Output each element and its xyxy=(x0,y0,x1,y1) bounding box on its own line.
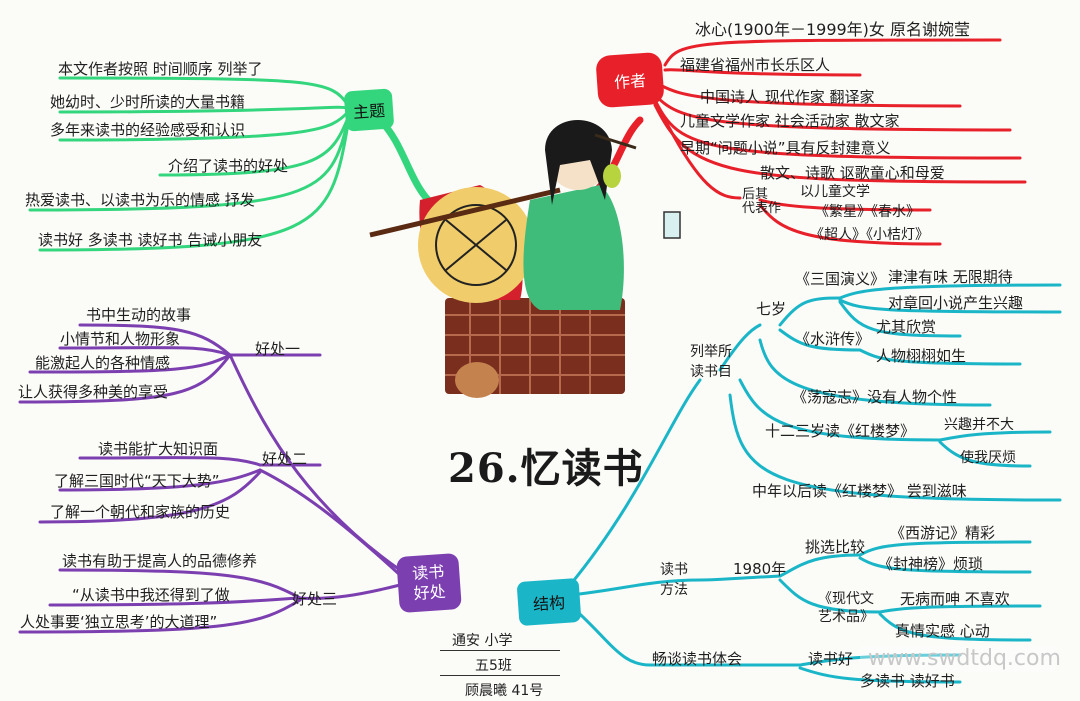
theme-line-1: 本文作者按照 时间顺序 列举了 xyxy=(58,60,263,78)
list-books-label: 列举所 读书目 xyxy=(690,344,732,380)
credit-class: 五5班 xyxy=(475,658,512,674)
author-works-label: 后其 代表作 xyxy=(742,187,782,216)
modern-item-1: 无病而呻 不喜欢 xyxy=(900,590,1010,608)
watermark: www.swdtdq.com xyxy=(868,646,1061,671)
author-line-2: 福建省福州市长乐区人 xyxy=(680,56,831,74)
theme-line-2: 她幼时、少时所读的大量书籍 xyxy=(50,93,246,111)
book-sanguo: 《三国演义》 xyxy=(795,270,886,288)
benefit3-item-3: 人处事要‘独立思考’的大道理” xyxy=(20,613,218,631)
benefit3-label: 好处三 xyxy=(292,590,338,608)
theme-connectors xyxy=(28,76,454,252)
map-title: 26.忆读书 xyxy=(448,445,644,492)
talk-item-1: 读书好 xyxy=(808,650,854,668)
age-seven: 七岁 xyxy=(756,300,787,318)
sanguo-item-2: 对章回小说产生兴趣 xyxy=(888,294,1024,312)
author-line-5: 早期“问题小说”具有反封建意义 xyxy=(680,139,891,157)
benefit3-item-2: “从读书中我还得到了做 xyxy=(72,586,230,604)
book-hongloumeng: 十二三岁读《红楼梦》 xyxy=(765,422,916,440)
credit-school: 通安 小学 xyxy=(452,633,513,649)
method-label: 读书 方法 xyxy=(660,562,688,598)
author-line-6: 散文、诗歌 讴歌童心和母爱 xyxy=(760,164,945,182)
choose-item-2: 《封神榜》烦琐 xyxy=(878,555,984,573)
structure-node: 结构 xyxy=(516,577,582,627)
benefit2-item-1: 读书能扩大知识面 xyxy=(98,440,219,458)
author-node: 作者 xyxy=(595,51,665,109)
talk-experience: 畅谈读书体会 xyxy=(652,650,743,668)
middle-age-reading: 中年以后读《红楼梦》 尝到滋味 xyxy=(752,482,967,500)
talk-item-2: 多读书 读好书 xyxy=(860,672,955,690)
benefit1-item-4: 让人获得多种美的享受 xyxy=(18,383,169,401)
year-1980: 1980年 xyxy=(733,560,787,578)
benefit1-item-1: 书中生动的故事 xyxy=(86,306,192,324)
benefit1-item-3: 能激起人的各种情感 xyxy=(35,354,171,372)
benefit1-item-2: 小情节和人物形象 xyxy=(60,330,181,348)
benefit-node: 读书 好处 xyxy=(396,552,462,614)
benefit2-label: 好处二 xyxy=(262,450,308,468)
choose-compare: 挑选比较 xyxy=(805,538,866,556)
author-work-1: 以儿童文学 xyxy=(800,184,870,200)
author-work-2: 《繁星》《春水》 xyxy=(815,204,920,220)
benefit2-item-3: 了解一个朝代和家族的历史 xyxy=(50,503,231,521)
hlm-item-2: 使我厌烦 xyxy=(960,450,1016,466)
choose-item-1: 《西游记》精彩 xyxy=(890,524,996,542)
benefit1-label: 好处一 xyxy=(255,340,301,358)
credit-underline-2 xyxy=(440,675,560,676)
shuihu-item: 人物栩栩如生 xyxy=(876,347,967,365)
sanguo-item-3: 尤其欣赏 xyxy=(876,318,937,336)
author-line-3: 中国诗人 现代作家 翻译家 xyxy=(700,88,875,106)
modern-works: 《现代文 艺术品》 xyxy=(818,591,874,625)
reading-children-illustration xyxy=(369,120,681,398)
theme-line-5: 热爱读书、以读书为乐的情感 抒发 xyxy=(25,191,255,209)
structure-connectors xyxy=(568,283,1062,684)
credit-underline-1 xyxy=(440,650,560,651)
modern-item-2: 真情实感 心动 xyxy=(895,622,990,640)
theme-line-4: 介绍了读书的好处 xyxy=(168,157,289,175)
book-shuihu: 《水浒传》 xyxy=(795,330,871,348)
theme-line-3: 多年来读书的经验感受和认识 xyxy=(50,121,246,139)
book-dangkou: 《荡寇志》没有人物个性 xyxy=(792,388,958,406)
theme-node: 主题 xyxy=(343,88,395,132)
benefit2-item-2: 了解三国时代“天下大势” xyxy=(54,472,220,490)
author-line-4: 儿童文学作家 社会活动家 散文家 xyxy=(680,112,900,130)
credit-student: 顾晨曦 41号 xyxy=(465,683,544,699)
hlm-item-1: 兴趣并不大 xyxy=(944,417,1014,433)
benefit3-item-1: 读书有助于提高人的品德修养 xyxy=(62,552,258,570)
author-line-1: 冰心(1900年－1999年)女 原名谢婉莹 xyxy=(695,20,971,39)
theme-line-6: 读书好 多读书 读好书 告诫小朋友 xyxy=(38,231,263,249)
author-work-3: 《超人》《小桔灯》 xyxy=(810,227,929,243)
sanguo-item-1: 津津有味 无限期待 xyxy=(888,268,1013,286)
benefit-connectors xyxy=(18,323,402,634)
